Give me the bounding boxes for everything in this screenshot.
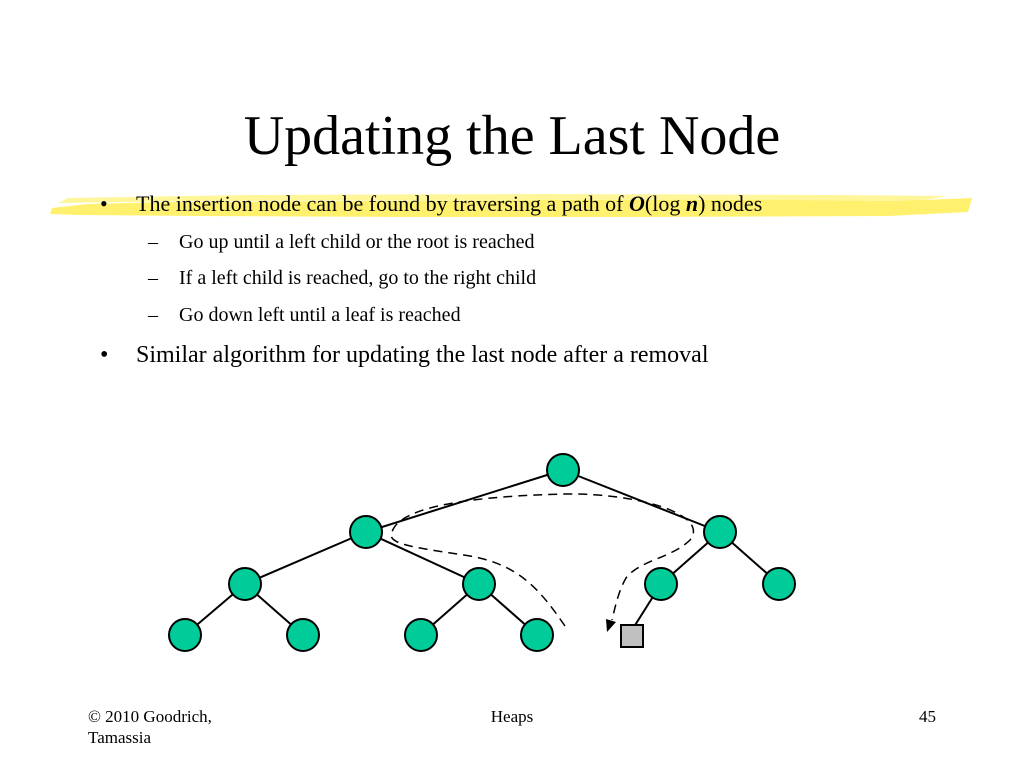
sub-bullet-text: Go up until a left child or the root is … [179,231,535,253]
bullet-mark: • [100,342,109,368]
tree-node [762,567,796,601]
log-open: (log [644,191,686,216]
root-node [546,453,580,487]
slide-title: Updating the Last Node [243,105,781,167]
traversal-path [390,493,695,627]
bullet-text: The insertion node can be found by trave… [136,190,762,218]
tree-edges [184,469,780,636]
sub-bullet-mark: – [148,304,158,326]
big-o: O [629,191,645,216]
sub-bullet-text: Go down left until a leaf is reached [179,304,461,326]
tree-nodes [168,453,796,652]
highlight-stroke [50,194,972,217]
bullet-text-pre: The insertion node can be found by trave… [136,191,630,216]
tree-node [404,618,438,652]
page-number: 45 [919,707,936,726]
bullet-text: Similar algorithm for updating the last … [136,342,709,368]
bullet-mark: • [100,191,108,216]
tree-node [520,618,554,652]
tree-node [644,567,678,601]
tree-node [349,515,383,549]
copyright-line-2: Tamassia [88,728,152,747]
edge [365,531,480,585]
new-last-node [620,624,644,648]
copyright-line-1: © 2010 Goodrich, [88,707,212,726]
traversal-arrowhead [606,619,616,632]
tree-node [228,567,262,601]
tree-node [703,515,737,549]
footer-topic: Heaps [490,707,534,726]
n-var: n [685,191,699,216]
sub-bullet-mark: – [148,231,158,253]
tree-node [168,618,202,652]
edge [244,531,367,585]
sub-bullet-text: If a left child is reached, go to the ri… [179,267,537,289]
tree-node [462,567,496,601]
log-close: ) nodes [698,191,763,216]
footer-copyright: © 2010 Goodrich, Tamassia [88,706,288,748]
tree-node [286,618,320,652]
sub-bullet-mark: – [148,267,158,289]
